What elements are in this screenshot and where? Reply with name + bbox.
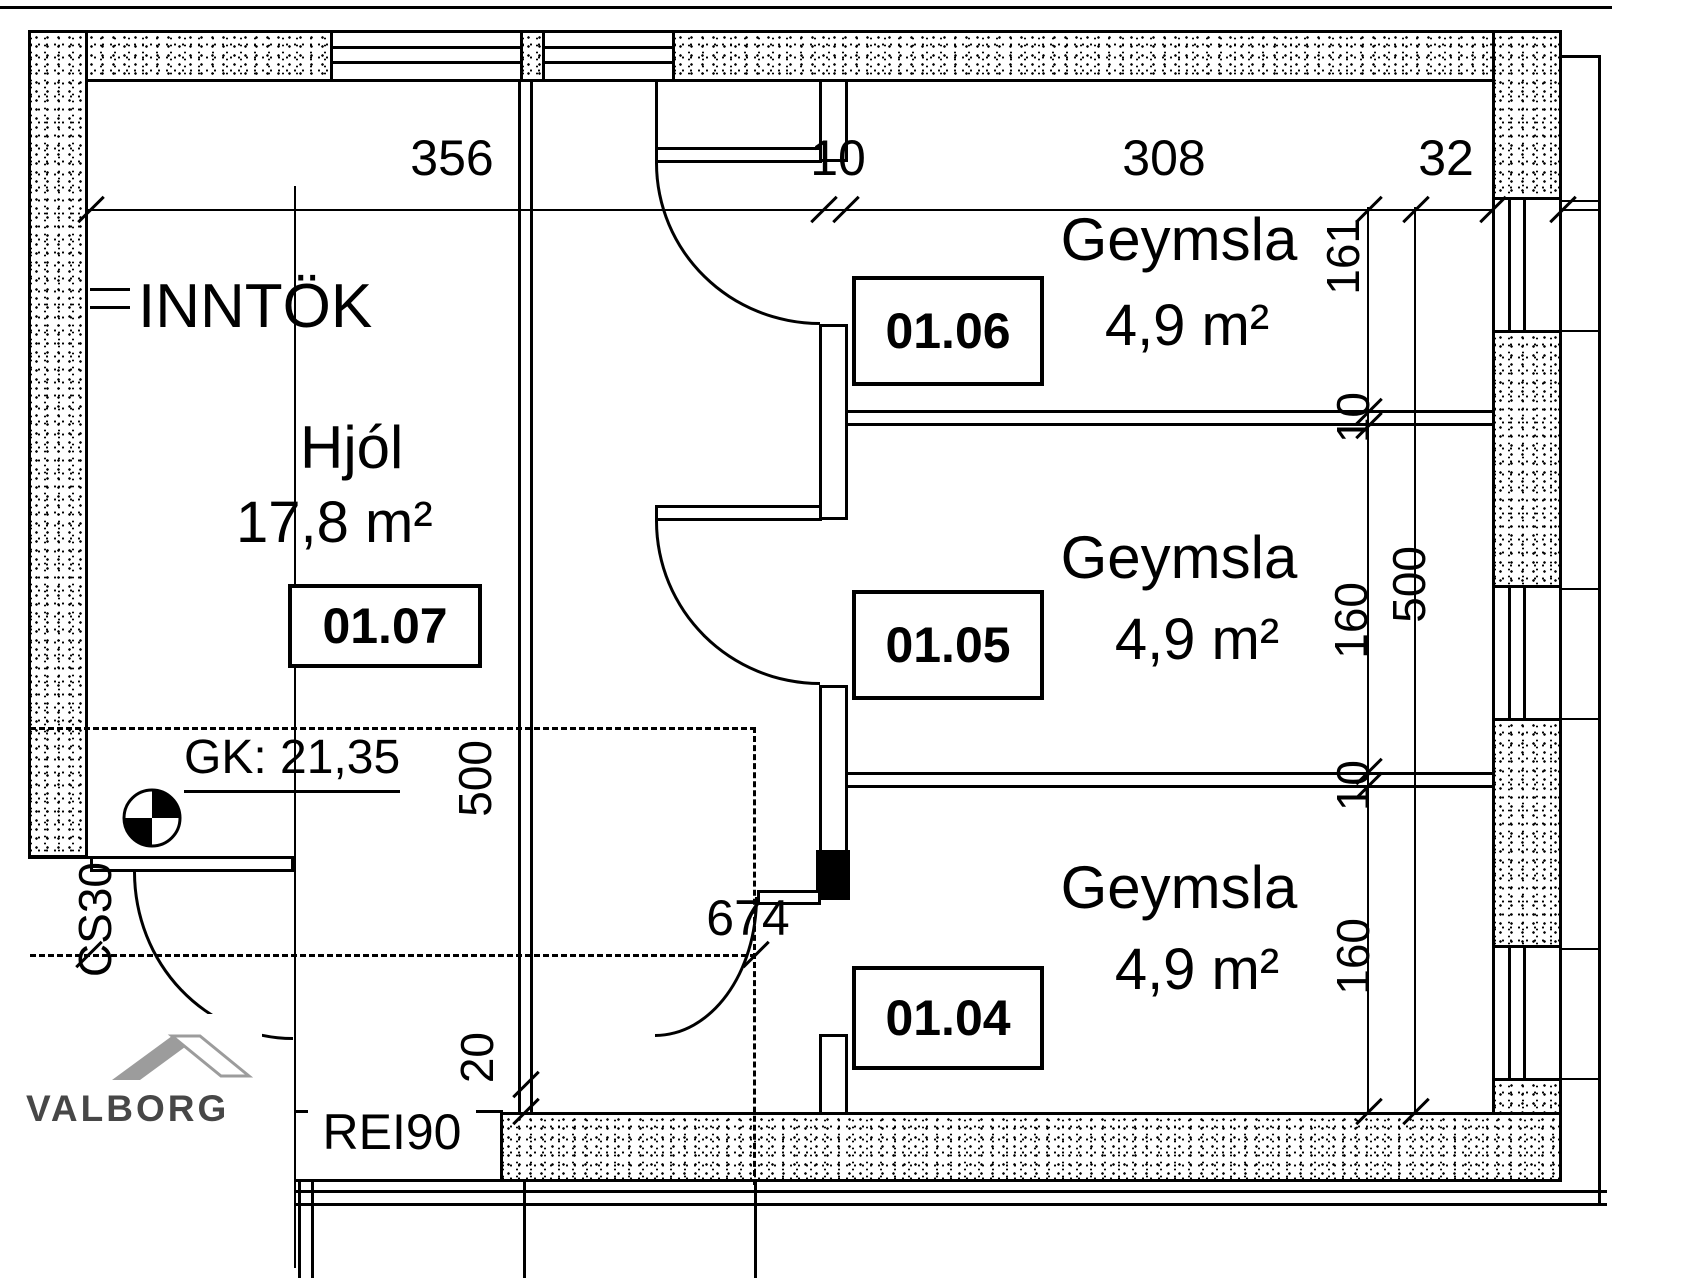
- door-swing-arc-0106: [655, 163, 820, 325]
- wall-right-segment-1: [1492, 30, 1562, 200]
- dimension-line-right-outer: [1414, 207, 1416, 1114]
- door-jamb-3: [819, 517, 848, 520]
- wall-right-segment-2: [1492, 330, 1562, 588]
- facade-connector-1: [1562, 200, 1601, 202]
- fire-rating-rei90: REI90: [308, 1102, 476, 1162]
- logo-valborg: VALBORG: [16, 1014, 262, 1166]
- room-geymsla-bottom-area: 4,9 m²: [1114, 937, 1280, 1002]
- partition-0105-0104-line-1: [846, 772, 1492, 775]
- partition-0106-0105-line-1: [846, 410, 1492, 413]
- wall-bottom: [500, 1112, 1562, 1182]
- facade-connector-3: [1562, 588, 1601, 590]
- window-right-3: [1492, 948, 1562, 1078]
- right-outer-cap: [1562, 55, 1601, 58]
- partition-0106-0105-line-2: [846, 423, 1492, 426]
- window-right-2: [1492, 588, 1562, 718]
- wall-top-pillar: [520, 30, 545, 82]
- room-geymsla-top-area: 4,9 m²: [1104, 293, 1270, 358]
- door-leaf-0106: [655, 147, 822, 163]
- door-leaf-0104: [757, 890, 821, 905]
- facade-connector-4: [1562, 718, 1601, 720]
- wall-stub: [816, 850, 850, 900]
- room-geymsla-bottom-label: Geymsla: [1060, 854, 1298, 921]
- window-right-1: [1492, 200, 1562, 330]
- interior-wall-hjol-line-2: [530, 82, 533, 1112]
- storage-wall-seg-1b: [845, 82, 848, 162]
- section-line-4: [754, 1182, 757, 1278]
- window-top-1: [333, 30, 520, 82]
- door-frame-line: [655, 82, 658, 150]
- storage-wall-seg-2a: [819, 327, 822, 520]
- room-number-0104: 01.04: [852, 966, 1044, 1070]
- survey-point-icon: [122, 788, 182, 848]
- section-line-3: [523, 1182, 526, 1278]
- wall-bottom-left-edge-bottom: [295, 1179, 503, 1182]
- facade-connector-5: [1562, 948, 1601, 950]
- level-mark-1: [90, 288, 130, 291]
- dim-500-right-label: 500: [1383, 546, 1435, 623]
- interior-wall-hjol-line-1: [518, 82, 521, 1112]
- right-outer-line: [1598, 55, 1601, 1203]
- logo-brand-text: VALBORG: [26, 1088, 230, 1129]
- storage-wall-seg-3a: [819, 688, 822, 850]
- door-leaf-0105: [655, 505, 822, 521]
- dim-356-label: 356: [410, 130, 494, 186]
- door-leaf-entrance: [90, 856, 294, 872]
- level-annotation-gk: GK: 21,35: [184, 734, 401, 793]
- door-jamb-5: [819, 1034, 848, 1037]
- below-wall-line-1: [295, 1190, 1607, 1193]
- dim-10-upper-label: 10: [1327, 392, 1379, 444]
- room-geymsla-mid-area: 4,9 m²: [1114, 607, 1280, 672]
- storage-wall-seg-1a: [819, 82, 822, 162]
- room-hjol-area: 17,8 m²: [236, 490, 433, 555]
- top-facade-line: [0, 6, 1612, 9]
- storage-wall-seg-3b: [845, 688, 848, 850]
- room-geymsla-mid-label: Geymsla: [1060, 524, 1298, 591]
- section-line-1: [298, 1182, 301, 1278]
- dashed-line-lower: [30, 954, 756, 957]
- below-wall-line-2: [295, 1203, 1607, 1206]
- door-jamb-1: [819, 159, 848, 162]
- section-line-2: [311, 1182, 314, 1278]
- valborg-logo-mark: [112, 1034, 253, 1080]
- dim-tick: [512, 1070, 540, 1099]
- room-number-0107: 01.07: [288, 584, 482, 668]
- room-number-0105: 01.05: [852, 590, 1044, 700]
- wall-right-segment-3: [1492, 718, 1562, 948]
- wall-left-end-cap: [28, 856, 90, 859]
- room-number-0106: 01.06: [852, 276, 1044, 386]
- door-jamb-2: [819, 324, 848, 327]
- room-inntok-label: INNTÖK: [138, 272, 373, 341]
- level-mark-2: [90, 306, 130, 309]
- wall-left: [28, 30, 88, 858]
- dimension-line-right-inner: [1367, 207, 1369, 1114]
- dashed-line-upper: [30, 727, 756, 730]
- facade-connector-2: [1562, 330, 1601, 332]
- storage-wall-seg-4b: [845, 1037, 848, 1112]
- dim-10-lower-label: 10: [1327, 760, 1379, 812]
- door-jamb-4: [819, 685, 848, 688]
- dim-32-label: 32: [1418, 130, 1474, 186]
- dim-308-label: 308: [1122, 130, 1206, 186]
- dim-10-top-label: 10: [810, 130, 866, 186]
- room-hjol-label: Hjól: [300, 414, 404, 481]
- dim-160-bottom-label: 160: [1327, 918, 1379, 995]
- door-swing-arc-0105: [655, 521, 820, 685]
- facade-connector-6: [1562, 1078, 1601, 1080]
- dim-500-left-label: 500: [449, 740, 501, 817]
- window-top-2: [545, 30, 672, 82]
- room-geymsla-top-label: Geymsla: [1060, 206, 1298, 273]
- storage-wall-seg-4a: [819, 1037, 822, 1112]
- door-annotation-cs30: CS30: [69, 862, 121, 978]
- partition-0105-0104-line-2: [846, 785, 1492, 788]
- corridor-dim-674: 674: [706, 890, 790, 946]
- wall-top-segment-b: [672, 30, 1562, 82]
- dim-20-label: 20: [451, 1032, 503, 1084]
- dim-160-mid-label: 160: [1325, 582, 1377, 659]
